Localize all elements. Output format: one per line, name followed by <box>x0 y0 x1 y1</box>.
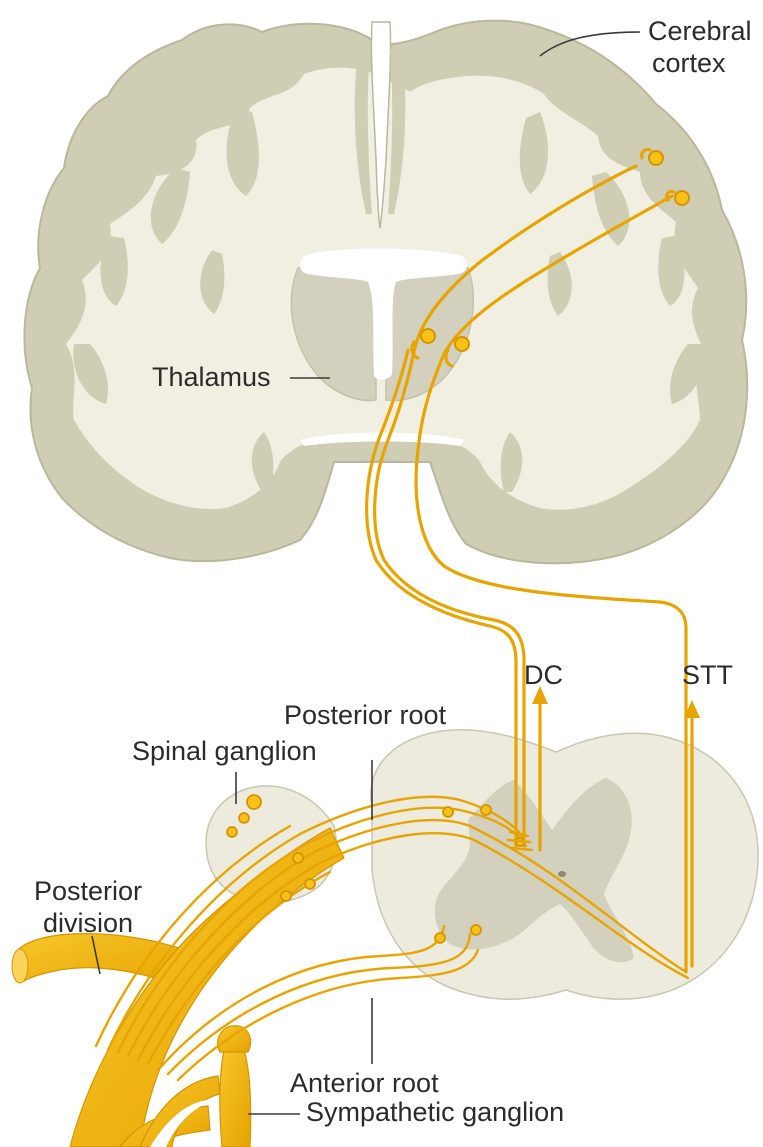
cerebral-cortex-label: Cerebral cortex <box>648 16 752 80</box>
thalamus-label: Thalamus <box>152 362 271 394</box>
posterior-root-label: Posterior root <box>284 700 446 732</box>
sympathetic-ganglion-trunk <box>220 1050 251 1147</box>
spinal-ganglion-label: Spinal ganglion <box>132 736 317 768</box>
posterior-division-label: Posterior division <box>18 876 158 940</box>
brain-coronal-section <box>24 21 747 564</box>
posterior-division-label-line2: division <box>18 908 158 940</box>
dc-label: DC <box>524 660 563 692</box>
stt-label: STT <box>682 660 733 692</box>
central-canal <box>558 871 566 877</box>
posterior-division-label-line1: Posterior <box>18 876 158 908</box>
sympathetic-ganglion-label: Sympathetic ganglion <box>306 1097 564 1129</box>
cerebral-cortex-label-line2: cortex <box>648 48 752 80</box>
anterior-root-label: Anterior root <box>290 1068 439 1100</box>
cerebral-cortex-label-line1: Cerebral <box>648 16 752 48</box>
